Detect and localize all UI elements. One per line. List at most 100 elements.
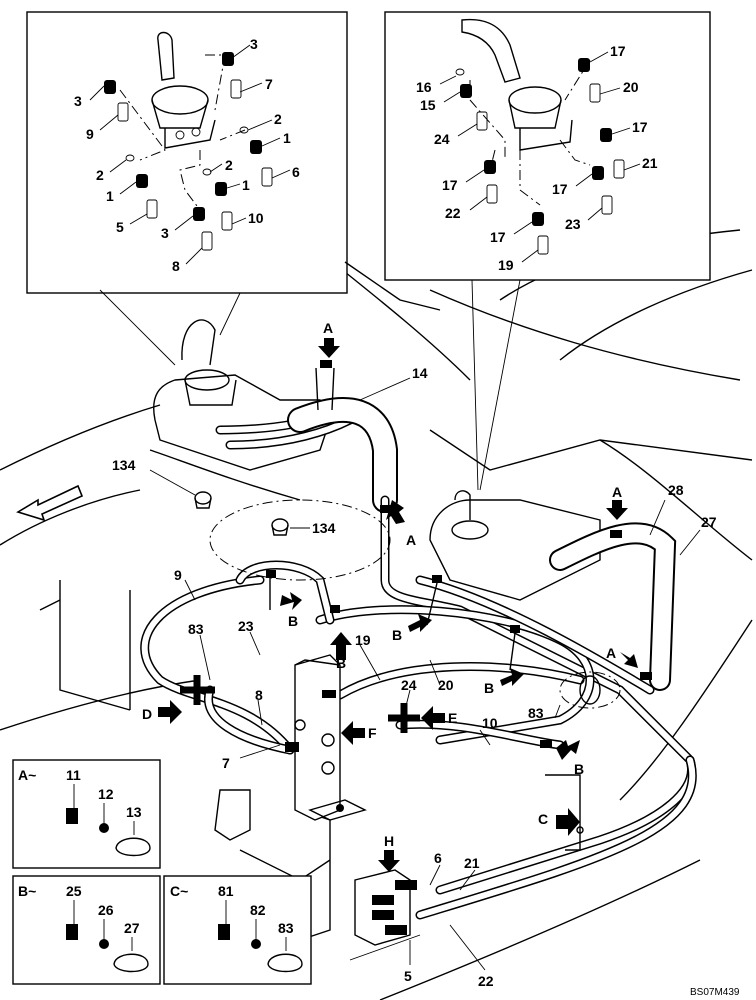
detail-box-right: 17 16 20 15 24 17 17 21 17 22 23 17 19 xyxy=(384,11,711,281)
svg-text:A~: A~ xyxy=(18,767,36,783)
callout-dl-9: 1 xyxy=(242,177,250,193)
view-arrow-f: F xyxy=(341,721,377,745)
clamp-icon xyxy=(66,808,78,824)
right-joystick xyxy=(454,490,471,520)
callout-dl-10: 6 xyxy=(292,164,300,180)
callout-14: 14 xyxy=(412,365,428,381)
svg-text:13: 13 xyxy=(126,804,142,820)
view-arrow-a1: A xyxy=(318,320,340,358)
callout-dl-5: 1 xyxy=(283,130,291,146)
view-arrow-b1: B xyxy=(280,592,302,629)
callout-dl-3: 9 xyxy=(86,126,94,142)
figure-reference: BS07M439 xyxy=(690,987,740,998)
callout-dr-1: 16 xyxy=(416,79,432,95)
bolt-icon xyxy=(251,939,261,949)
callout-27: 27 xyxy=(701,514,717,530)
dashed-region-right xyxy=(559,671,621,709)
svg-text:A: A xyxy=(406,532,416,548)
right-console xyxy=(429,490,677,691)
svg-text:H: H xyxy=(384,833,394,849)
view-arrow-e: E xyxy=(421,706,457,730)
callout-134-a: 134 xyxy=(112,457,136,473)
view-arrow-b5: B xyxy=(556,740,584,777)
callout-dr-5: 17 xyxy=(632,119,648,135)
callout-dr-12: 19 xyxy=(498,257,514,273)
view-arrow-b4: B xyxy=(484,668,524,696)
callout-28: 28 xyxy=(668,482,684,498)
hose-clamps xyxy=(266,360,652,851)
callout-10: 10 xyxy=(482,715,498,731)
callout-dr-2: 20 xyxy=(623,79,639,95)
left-joystick xyxy=(181,319,216,366)
view-arrow-a2: A xyxy=(386,500,416,548)
svg-text:D: D xyxy=(142,706,152,722)
svg-text:82: 82 xyxy=(250,902,266,918)
svg-text:B: B xyxy=(288,613,298,629)
cross-fitting-e xyxy=(388,703,420,733)
svg-text:A: A xyxy=(323,320,333,336)
callout-7: 7 xyxy=(222,755,230,771)
callout-83-b: 83 xyxy=(528,705,544,721)
svg-text:B: B xyxy=(392,627,402,643)
front-direction-arrow xyxy=(16,484,84,522)
svg-text:83: 83 xyxy=(278,920,294,936)
callout-dl-0: 3 xyxy=(250,36,258,52)
manifold-h xyxy=(354,869,417,946)
callout-9: 9 xyxy=(174,567,182,583)
callout-dl-7: 2 xyxy=(225,157,233,173)
detail-right-fittings xyxy=(455,58,625,255)
callout-8: 8 xyxy=(255,687,263,703)
svg-text:A: A xyxy=(612,484,622,500)
callout-5: 5 xyxy=(404,968,412,984)
band-icon xyxy=(267,953,303,973)
svg-text:E: E xyxy=(448,710,457,726)
callout-21: 21 xyxy=(464,855,480,871)
view-arrow-d: D xyxy=(142,700,182,724)
svg-text:F: F xyxy=(368,725,377,741)
callout-6: 6 xyxy=(434,850,442,866)
callout-83-a: 83 xyxy=(188,621,204,637)
clamp-icon xyxy=(66,924,78,940)
callout-24: 24 xyxy=(401,677,417,693)
callout-dl-2: 3 xyxy=(74,93,82,109)
svg-text:B: B xyxy=(484,680,494,696)
zoom-leader-right xyxy=(471,279,521,491)
view-arrow-a4: A xyxy=(606,645,638,668)
callout-dr-0: 17 xyxy=(610,43,626,59)
hose-routing xyxy=(140,495,697,920)
view-arrow-b3: B xyxy=(392,614,432,643)
callout-134-b: 134 xyxy=(312,520,336,536)
legend-box-c: C~ 81 82 83 xyxy=(163,875,312,985)
callout-22: 22 xyxy=(478,973,494,989)
callout-20: 20 xyxy=(438,677,454,693)
svg-text:12: 12 xyxy=(98,786,114,802)
cross-fitting-d xyxy=(180,675,215,705)
callout-dl-11: 5 xyxy=(116,219,124,235)
callout-dl-8: 1 xyxy=(106,188,114,204)
fitting-24 xyxy=(322,690,336,698)
callout-23: 23 xyxy=(238,618,254,634)
svg-text:A: A xyxy=(606,645,616,661)
svg-text:11: 11 xyxy=(66,767,81,783)
svg-text:25: 25 xyxy=(66,883,82,899)
bolt-icon xyxy=(99,939,109,949)
joystick-grip-left xyxy=(157,31,175,81)
view-arrow-a3: A xyxy=(606,484,628,520)
detail-box-left: 3 7 3 9 2 1 2 2 1 1 6 5 3 10 8 xyxy=(26,11,348,294)
svg-text:26: 26 xyxy=(98,902,114,918)
detail-left-fittings xyxy=(104,52,273,251)
view-arrow-c: C xyxy=(538,808,580,836)
clamp-icon xyxy=(218,924,230,940)
callout-19: 19 xyxy=(355,632,371,648)
plug-134 xyxy=(194,491,289,536)
callout-dr-11: 17 xyxy=(490,229,506,245)
svg-text:27: 27 xyxy=(124,920,140,936)
svg-text:C: C xyxy=(538,811,548,827)
svg-text:C~: C~ xyxy=(170,883,188,899)
svg-text:81: 81 xyxy=(218,883,234,899)
callout-dl-1: 7 xyxy=(265,76,273,92)
callout-dr-4: 24 xyxy=(434,131,450,147)
callout-dl-12: 3 xyxy=(161,225,169,241)
callout-dl-6: 2 xyxy=(96,167,104,183)
